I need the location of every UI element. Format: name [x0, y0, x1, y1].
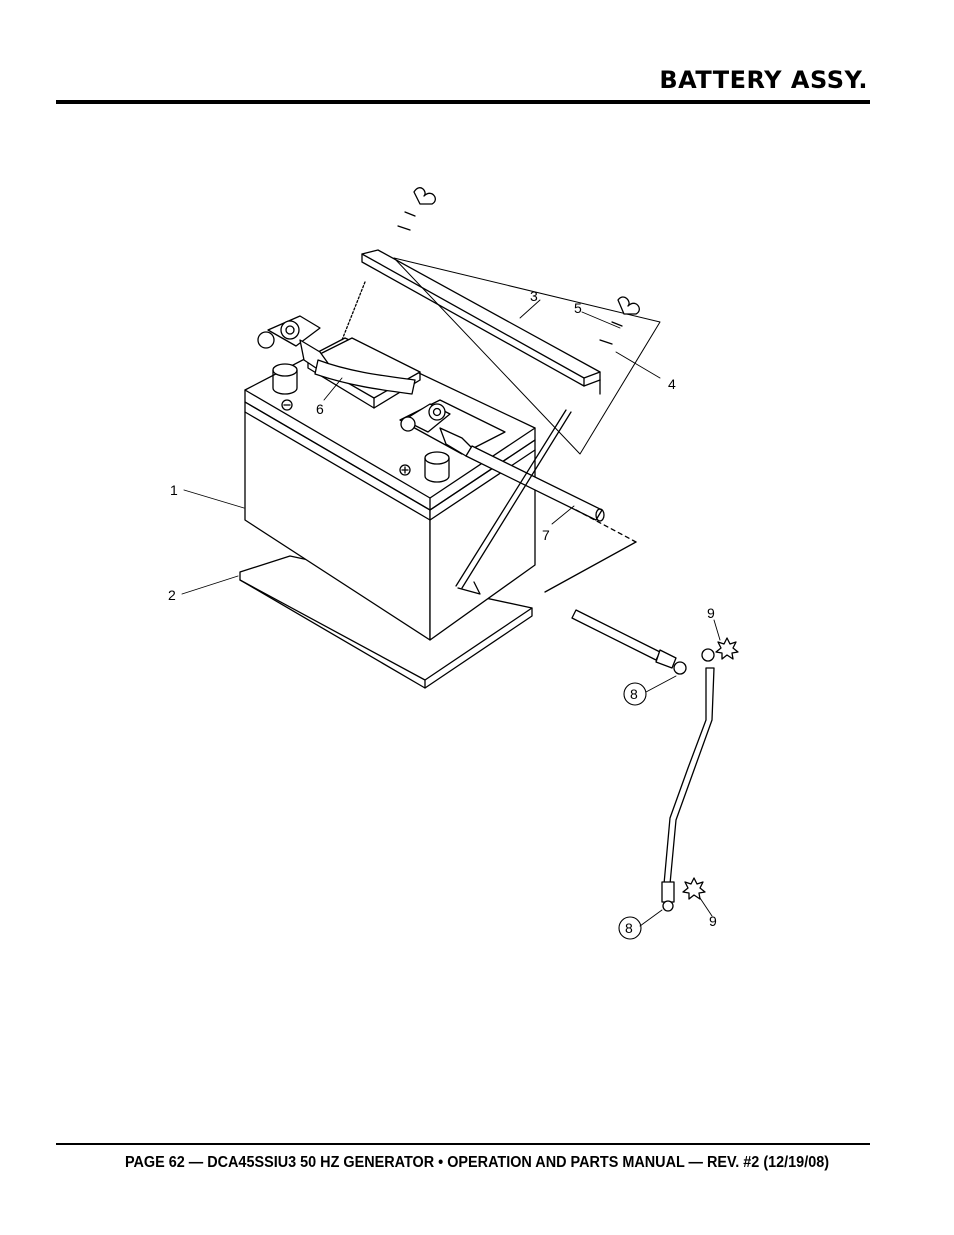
- battery-cable-7: [400, 403, 605, 522]
- callout-9b: 9: [709, 913, 717, 929]
- callout-6: 6: [316, 401, 324, 417]
- j-bolts: [341, 281, 572, 595]
- callout-8b: 8: [625, 920, 633, 936]
- header-rule: [56, 100, 870, 104]
- callout-4: 4: [668, 376, 676, 392]
- callout-5: 5: [574, 300, 582, 316]
- callout-8a: 8: [630, 686, 638, 702]
- page-footer: PAGE 62 — DCA45SSIU3 50 HZ GENERATOR • O…: [124, 1154, 830, 1171]
- callout-7: 7: [542, 527, 550, 543]
- callout-9a: 9: [707, 605, 715, 621]
- callout-3: 3: [530, 288, 538, 304]
- ground-cable: [544, 509, 715, 912]
- battery-cable-6: [257, 315, 416, 395]
- hold-down-bracket: [361, 249, 661, 455]
- callout-circle-8b: [618, 916, 642, 940]
- lock-washers: [682, 637, 739, 900]
- callout-1: 1: [170, 482, 178, 498]
- battery-mat: [239, 555, 533, 689]
- leader-lines: [181, 299, 721, 927]
- footer-rule: [56, 1143, 870, 1145]
- page-title: BATTERY ASSY.: [659, 66, 868, 94]
- callout-2: 2: [168, 587, 176, 603]
- callout-circle-8a: [623, 682, 647, 706]
- wing-nuts: [397, 187, 640, 345]
